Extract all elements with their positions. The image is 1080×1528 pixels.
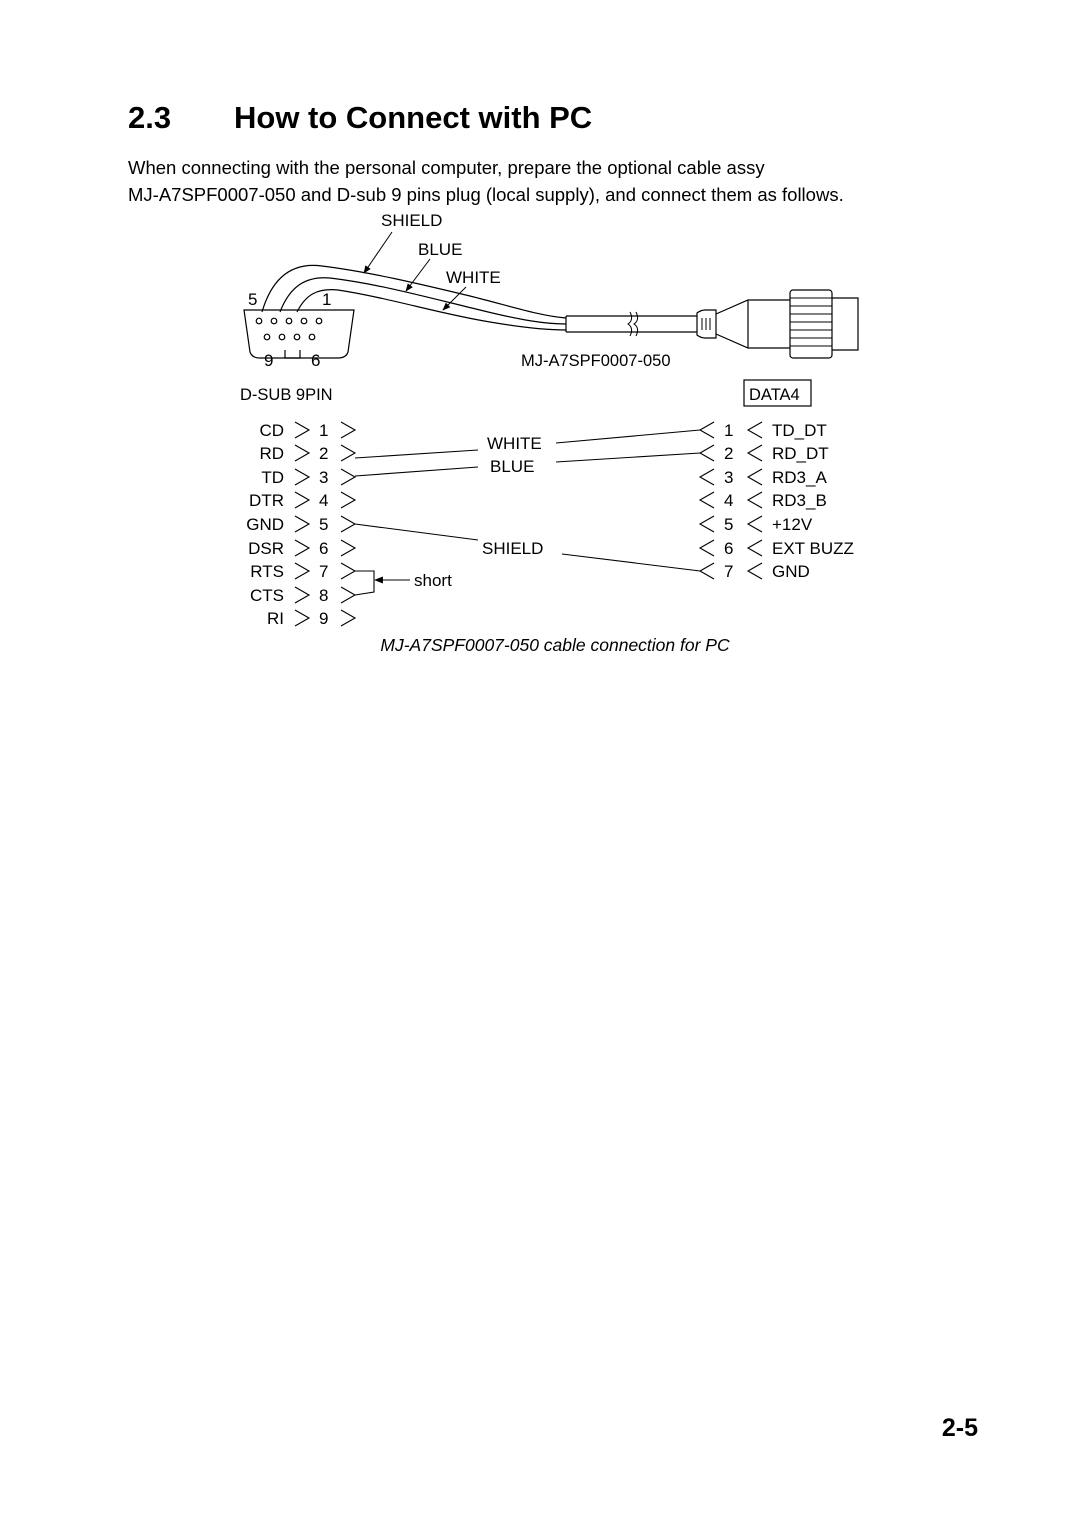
pin-label-1: 1: [322, 290, 331, 309]
right-pin-num-2: 2: [724, 444, 733, 463]
left-pin-name-5: GND: [246, 515, 284, 534]
data4-title-box: [743, 379, 812, 407]
wire-label-white: WHITE: [487, 434, 542, 453]
right-pin-name-5: +12V: [772, 515, 813, 534]
left-pin-name-7: RTS: [250, 562, 284, 581]
right-pin-name-6: EXT BUZZ: [772, 539, 854, 558]
blue-wire-line-right: [555, 452, 701, 463]
blue-wire: [279, 277, 567, 325]
left-pin-name-3: TD: [261, 468, 284, 487]
right-pin-num-1: 1: [724, 421, 733, 440]
right-pin-name-2: RD_DT: [772, 444, 829, 463]
right-pin-num-6: 6: [724, 539, 733, 558]
white-wire-line: [354, 449, 479, 459]
shield-wire-label: SHIELD: [381, 211, 442, 230]
left-pin-name-4: DTR: [249, 491, 284, 510]
intro-line-2: MJ-A7SPF0007-050 and D-sub 9 pins plug (…: [128, 184, 844, 205]
figure-caption: MJ-A7SPF0007-050 cable connection for PC: [0, 635, 1080, 656]
short-label: short: [414, 571, 452, 590]
page-number: 2-5: [941, 1414, 978, 1442]
cable-part-number: MJ-A7SPF0007-050: [521, 352, 671, 370]
white-wire-label: WHITE: [446, 268, 501, 287]
left-pin-name-6: DSR: [248, 539, 284, 558]
left-pin-num-2: 2: [319, 444, 328, 463]
cable-connection-diagram: SHIELD BLUE WHITE 5 1 9 6 MJ-A7SPF0007-0…: [240, 211, 859, 628]
pin-label-9: 9: [264, 351, 273, 370]
pin-label-5: 5: [248, 290, 257, 309]
left-pin-num-8: 8: [319, 586, 328, 605]
wire-label-shield: SHIELD: [482, 539, 543, 558]
right-pin-num-7: 7: [724, 562, 733, 581]
section-number: 2.3: [128, 100, 172, 135]
dsub-connector-icon: [243, 309, 355, 359]
right-pin-num-4: 4: [724, 491, 733, 510]
rts-cts-short: [354, 570, 375, 596]
left-pin-name-8: CTS: [250, 586, 284, 605]
figure-caption-text: MJ-A7SPF0007-050 cable connection for PC: [380, 635, 730, 655]
shield-wire-line: [354, 523, 479, 541]
left-pin-name-1: CD: [259, 421, 284, 440]
left-pin-name-9: RI: [267, 609, 284, 628]
right-pin-name-1: TD_DT: [772, 421, 827, 440]
left-pin-name-2: RD: [259, 444, 284, 463]
left-pin-num-4: 4: [319, 491, 328, 510]
left-pin-num-1: 1: [319, 421, 328, 440]
data4-plug-icon: [789, 289, 833, 359]
cable-boot: [696, 309, 717, 339]
pin-label-6: 6: [311, 351, 320, 370]
jumper-mark: [284, 350, 301, 359]
white-wire-line-right: [555, 429, 701, 444]
white-wire: [296, 289, 567, 331]
right-pin-name-4: RD3_B: [772, 491, 827, 510]
right-pin-num-3: 3: [724, 468, 733, 487]
wire-label-blue: BLUE: [490, 457, 534, 476]
intro-line-1: When connecting with the personal comput…: [128, 157, 765, 178]
section-title: How to Connect with PC: [234, 100, 593, 135]
right-pin-num-5: 5: [724, 515, 733, 534]
left-pin-num-6: 6: [319, 539, 328, 558]
shield-wire: [261, 264, 567, 319]
blue-wire-line: [354, 466, 479, 477]
left-pin-num-9: 9: [319, 609, 328, 628]
dsub-title: D-SUB 9PIN: [240, 386, 333, 404]
left-pin-num-5: 5: [319, 515, 328, 534]
data4-title: DATA4: [749, 386, 800, 404]
blue-wire-label: BLUE: [418, 240, 462, 259]
data4-pin-symbols: [698, 421, 763, 580]
intro-paragraph: When connecting with the personal comput…: [128, 154, 958, 208]
left-pin-num-7: 7: [319, 562, 328, 581]
left-pin-num-3: 3: [319, 468, 328, 487]
right-pin-name-3: RD3_A: [772, 468, 827, 487]
shield-wire-line-right: [561, 553, 701, 572]
right-pin-name-7: GND: [772, 562, 810, 581]
section-heading: 2.3 How to Connect with PC: [128, 100, 592, 136]
cable-illustration: [243, 264, 859, 359]
